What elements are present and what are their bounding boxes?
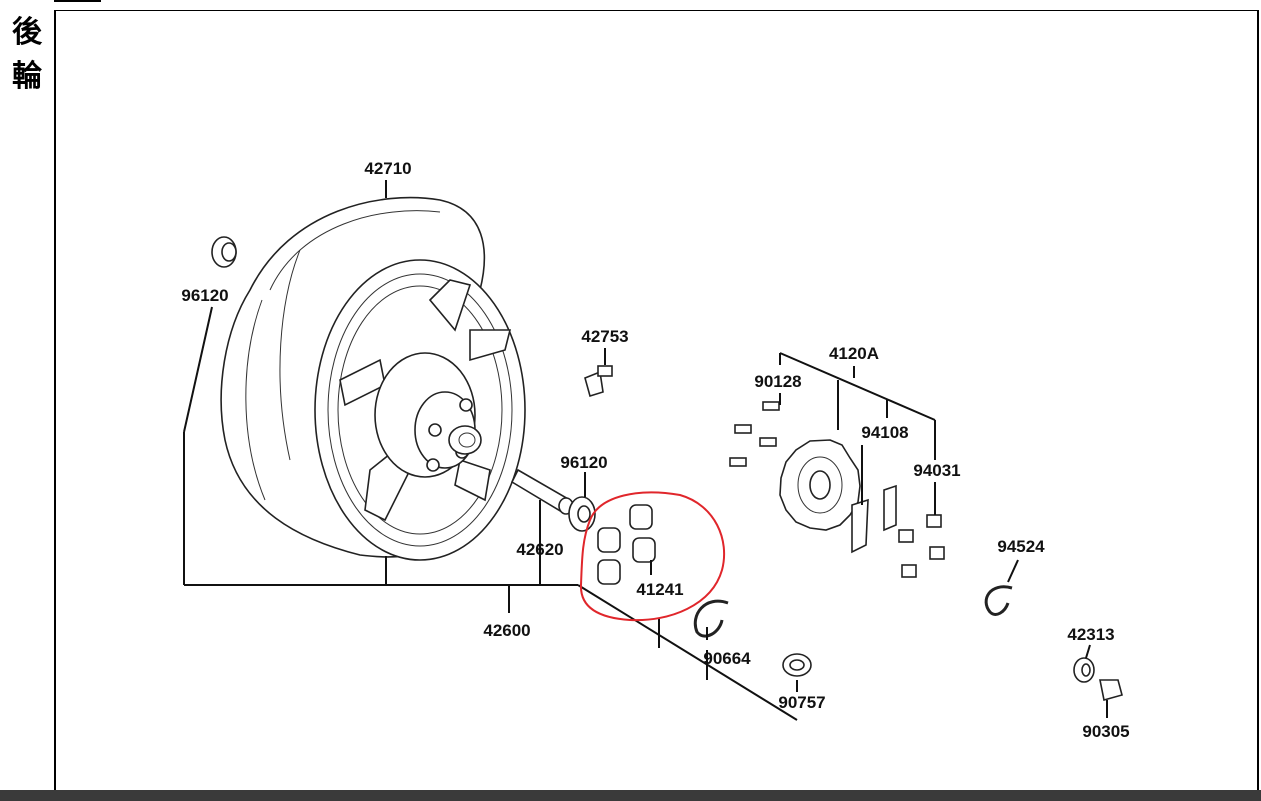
valve-42753-drawing: [584, 365, 613, 398]
label-96120-center: 96120: [560, 453, 607, 472]
studs-90128-drawing: [729, 401, 780, 467]
wheel-drawing: [220, 196, 526, 561]
circlip-90664-drawing: [693, 599, 729, 638]
label-42600: 42600: [483, 621, 530, 640]
label-90757: 90757: [778, 693, 825, 712]
spacer-42313-drawing: [1073, 657, 1095, 683]
label-96120-left: 96120: [181, 286, 228, 305]
label-42753: 42753: [581, 327, 628, 346]
label-42620: 42620: [516, 540, 563, 559]
sprocket-drawing: [779, 439, 861, 531]
label-4120A: 4120A: [829, 344, 879, 363]
collar-42620-drawing: [510, 468, 574, 515]
label-90128: 90128: [754, 372, 801, 391]
top-tab-line: [54, 0, 101, 3]
nut-90305-drawing: [1099, 679, 1123, 702]
label-94108: 94108: [861, 423, 908, 442]
highlight-circle: [579, 491, 726, 622]
label-41241: 41241: [636, 580, 683, 599]
label-42313: 42313: [1067, 625, 1114, 644]
diagram-frame: [54, 10, 1259, 790]
title-char-1: 後: [12, 15, 42, 50]
label-90305: 90305: [1082, 722, 1129, 741]
label-90664: 90664: [703, 649, 751, 668]
bearing-96120-left-drawing: [211, 236, 237, 268]
bearing-90757-drawing: [782, 653, 812, 677]
label-42710: 42710: [364, 159, 411, 178]
bottom-bar: [0, 790, 1261, 801]
label-94524: 94524: [997, 537, 1045, 556]
circlip-94524-drawing: [984, 585, 1013, 616]
section-title: 後 輪: [0, 0, 54, 801]
leader-lines: [183, 180, 1108, 721]
bearing-96120-center-drawing: [568, 496, 596, 532]
damper-41241-drawing: [597, 504, 656, 585]
label-94031: 94031: [913, 461, 960, 480]
nuts-94031-drawing: [898, 514, 945, 578]
title-char-2: 輪: [12, 59, 42, 94]
lock-plate-94108-drawing: [851, 484, 897, 554]
